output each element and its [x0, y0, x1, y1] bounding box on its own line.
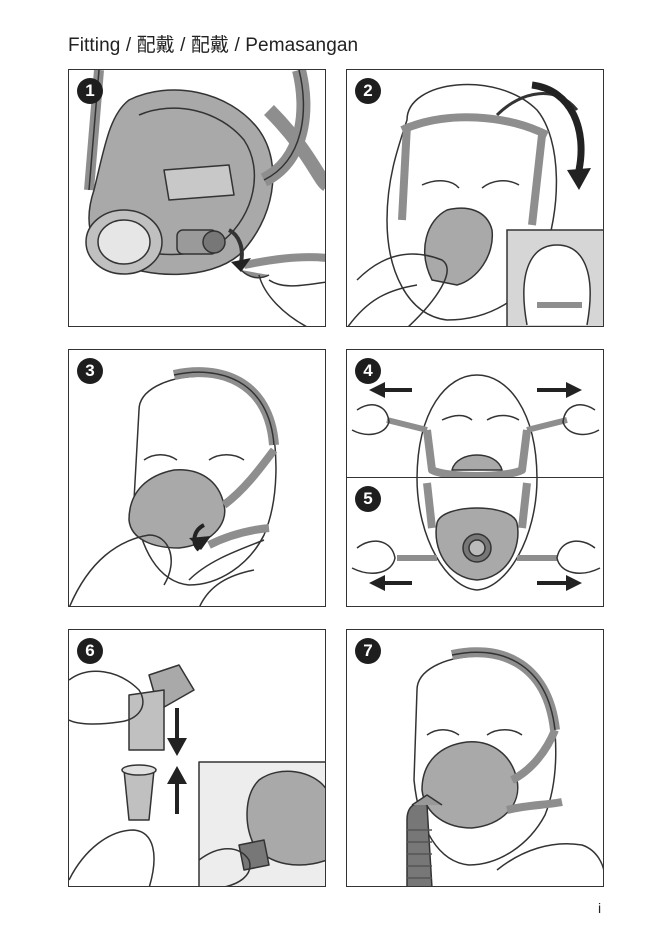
mask-illustration-step-4 [351, 374, 600, 478]
fitting-step-4-panel: 4 [346, 349, 604, 479]
page-number: i [598, 900, 602, 916]
step-badge-3: 3 [77, 358, 103, 384]
step-badge-4: 4 [355, 358, 381, 384]
mask-illustration-step-6 [69, 664, 325, 886]
fitting-step-5-panel: 5 [346, 477, 604, 607]
fitting-step-3-panel: 3 [68, 349, 326, 607]
fitting-step-7-panel: 7 [346, 629, 604, 887]
fitting-step-1-panel: 1 [68, 69, 326, 327]
mask-illustration-step-7 [406, 647, 603, 886]
mask-illustration-step-3 [69, 367, 279, 606]
mask-illustration-step-1 [84, 70, 325, 326]
step-badge-5: 5 [355, 486, 381, 512]
step-badge-1: 1 [77, 78, 103, 104]
mask-illustration-step-5 [351, 478, 601, 591]
fitting-step-6-panel: 6 [68, 629, 326, 887]
fitting-step-2-panel: 2 [346, 69, 604, 327]
step-badge-6: 6 [77, 638, 103, 664]
mask-illustration-step-2 [347, 81, 603, 326]
step-badge-7: 7 [355, 638, 381, 664]
page-title: Fitting / 配戴 / 配戴 / Pemasangan [68, 35, 359, 56]
step-badge-2: 2 [355, 78, 381, 104]
